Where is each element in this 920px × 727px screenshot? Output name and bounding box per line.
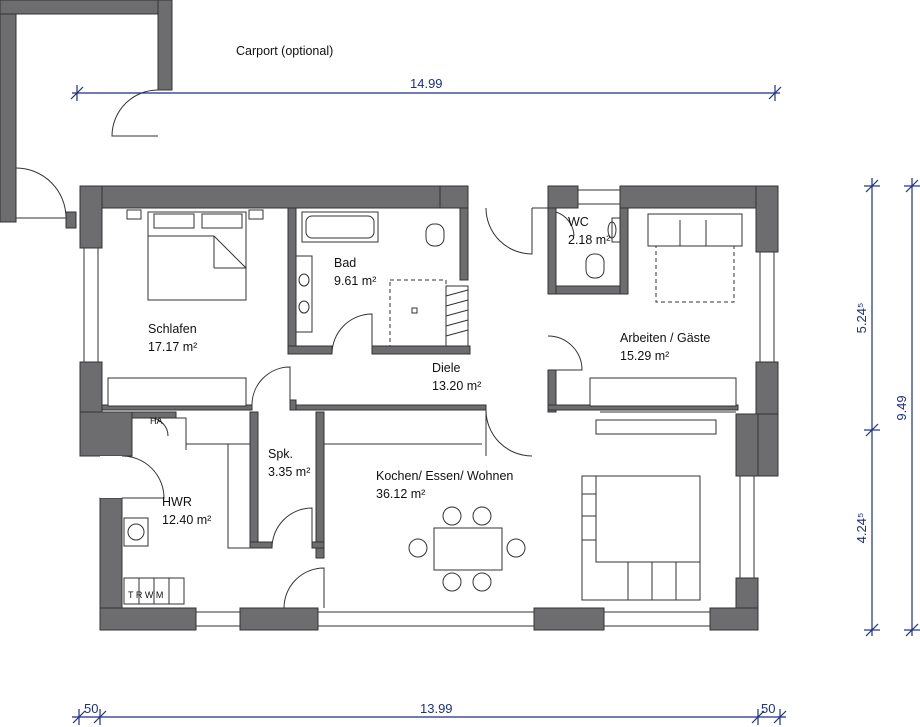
furniture-schlafen [107, 209, 264, 407]
furniture-wohnen [408, 419, 717, 601]
carport: Carport (optional) [0, 0, 333, 229]
room-kochen-name: Kochen/ Essen/ Wohnen [376, 469, 513, 483]
ha-label: HA [150, 416, 163, 426]
dimension-bottom: 50 13.99 50 [72, 701, 787, 725]
carport-label: Carport (optional) [236, 44, 333, 58]
dimension-bottom-left: 50 [84, 701, 98, 716]
room-bad-area: 9.61 m² [334, 274, 376, 288]
dimension-right-total: 9.49 [894, 395, 909, 420]
room-wc-name: WC [568, 215, 589, 229]
room-spk-name: Spk. [268, 447, 293, 461]
room-arbeiten-area: 15.29 m² [620, 349, 669, 363]
doors [121, 207, 583, 609]
room-schlafen-name: Schlafen [148, 322, 197, 336]
furniture-hwr: T R W M HA [123, 416, 185, 605]
exterior-walls [79, 185, 779, 631]
furniture-arbeiten [589, 213, 743, 407]
room-spk-area: 3.35 m² [268, 465, 310, 479]
room-hwr-name: HWR [162, 495, 192, 509]
dimension-bottom-total: 13.99 [420, 701, 453, 716]
room-schlafen-area: 17.17 m² [148, 340, 197, 354]
windows [83, 189, 775, 627]
dimension-right-lower: 4.24⁵ [854, 513, 869, 544]
room-bad-name: Bad [334, 256, 356, 270]
interior-walls [100, 185, 739, 559]
hwr-appliances-label: T R W M [128, 590, 163, 600]
furniture-wc [585, 217, 621, 279]
room-diele-area: 13.20 m² [432, 379, 481, 393]
room-kochen-area: 36.12 m² [376, 487, 425, 501]
room-outlines [176, 411, 736, 549]
dimension-top: 14.99 [70, 76, 782, 101]
room-wc-area: 2.18 m² [568, 233, 610, 247]
dimension-bottom-right: 50 [761, 701, 775, 716]
room-diele-name: Diele [432, 361, 461, 375]
room-arbeiten-name: Arbeiten / Gäste [620, 331, 710, 345]
dimension-top-label: 14.99 [410, 76, 443, 91]
dimension-right-upper: 5.24⁵ [854, 303, 869, 334]
room-labels: Schlafen 17.17 m² Bad 9.61 m² WC 2.18 m²… [148, 215, 710, 527]
furniture-bad [295, 211, 469, 347]
room-hwr-area: 12.40 m² [162, 513, 211, 527]
dimension-right: 5.24⁵ 4.24⁵ 9.49 [854, 178, 920, 637]
